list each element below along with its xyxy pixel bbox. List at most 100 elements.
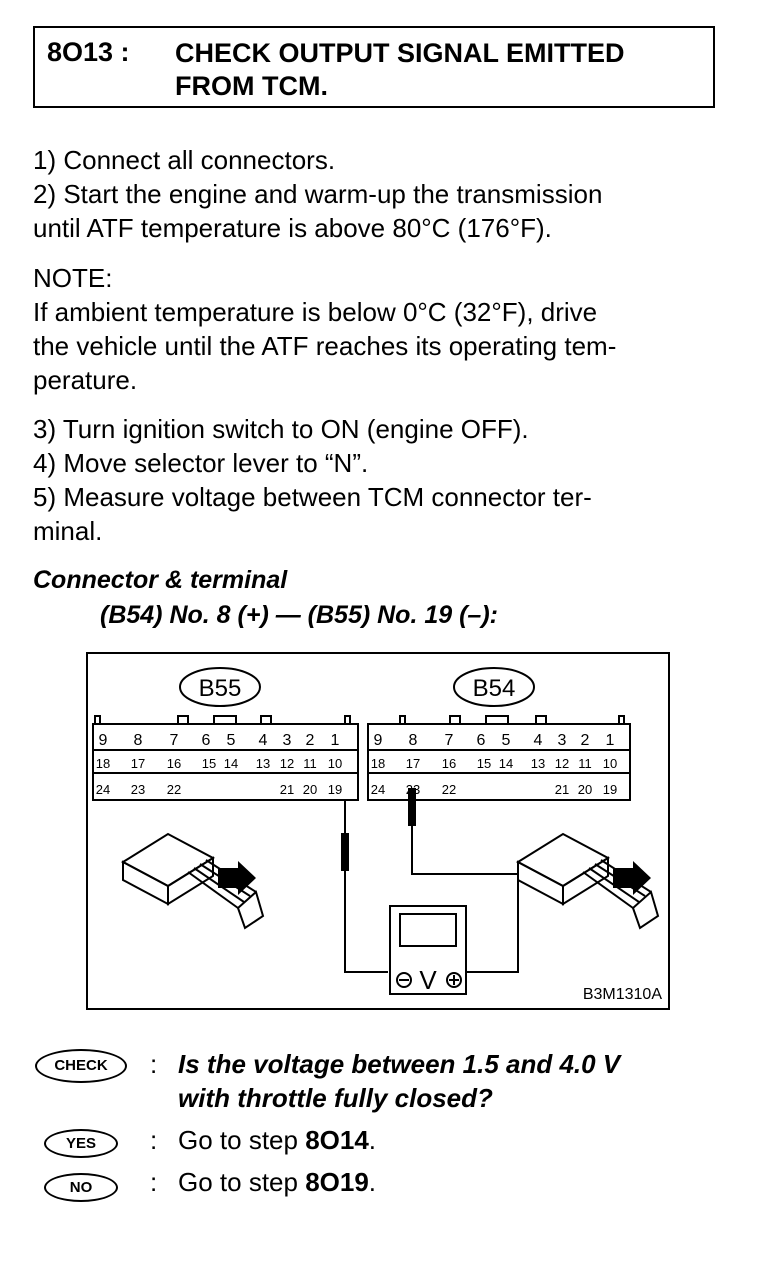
voltmeter xyxy=(389,905,467,995)
check-badge: CHECK xyxy=(35,1049,127,1083)
b54-pin-label: 10 xyxy=(603,756,617,771)
no-badge: NO xyxy=(44,1173,118,1202)
b55-pin-label: 11 xyxy=(303,756,317,771)
step-4: 4) Move selector lever to “N”. xyxy=(33,448,369,478)
yes-target-step: 8O14 xyxy=(305,1125,369,1155)
b55-pin-label: 13 xyxy=(256,756,270,771)
b54-pin-label: 12 xyxy=(555,756,569,771)
b55-pin-label: 6 xyxy=(202,732,211,749)
b54-pin-label: 13 xyxy=(531,756,545,771)
step-1: 1) Connect all connectors. xyxy=(33,145,336,175)
yes-colon: : xyxy=(150,1125,158,1155)
b55-pin-label: 9 xyxy=(99,732,108,749)
check-colon: : xyxy=(150,1049,158,1079)
b55-pin-label: 5 xyxy=(227,732,236,749)
b55-pin-label: 7 xyxy=(170,732,179,749)
b55-pin-label: 21 xyxy=(280,782,294,797)
b55-pin-label: 22 xyxy=(167,782,181,797)
step-2-cont: until ATF temperature is above 80°C (176… xyxy=(33,213,552,243)
yes-answer-prefix: Go to step xyxy=(178,1125,306,1155)
b54-pin-label: 11 xyxy=(578,756,592,771)
step-code: 8O13 : xyxy=(47,37,130,67)
note-line: If ambient temperature is below 0°C (32°… xyxy=(33,297,598,327)
b54-pin-label: 2 xyxy=(581,732,590,749)
b54-pin-label: 16 xyxy=(442,756,456,771)
check-question-line1: Is the voltage between 1.5 and 4.0 V xyxy=(178,1049,621,1079)
insert-arrow-icon xyxy=(613,861,651,895)
negative-lead-wire xyxy=(344,800,388,973)
b54-pin-label: 19 xyxy=(603,782,617,797)
note-block: NOTE: If ambient temperature is below 0°… xyxy=(33,261,733,397)
b55-pin-label: 14 xyxy=(224,756,238,771)
figure-id: B3M1310A xyxy=(582,986,662,1003)
positive-terminal-icon xyxy=(446,972,462,988)
b54-pin-label: 7 xyxy=(445,732,454,749)
b54-pin-label: 6 xyxy=(477,732,486,749)
meter-symbol: V xyxy=(419,965,437,995)
b55-pin-label: 3 xyxy=(283,732,292,749)
b54-pin-label: 8 xyxy=(409,732,418,749)
b54-pin-label: 9 xyxy=(374,732,383,749)
check-question: Is the voltage between 1.5 and 4.0 V wit… xyxy=(178,1047,620,1115)
step-title: CHECK OUTPUT SIGNAL EMITTED FROM TCM. xyxy=(175,37,695,103)
b55-callout xyxy=(179,667,261,707)
b54-pin-label: 22 xyxy=(442,782,456,797)
b55-pin-label: 20 xyxy=(303,782,317,797)
b55-pin-label: 23 xyxy=(131,782,145,797)
b55-pin-label: 10 xyxy=(328,756,342,771)
yes-answer: Go to step 8O14. xyxy=(178,1123,376,1157)
yes-badge: YES xyxy=(44,1129,118,1158)
b54-pin-label: 20 xyxy=(578,782,592,797)
no-answer-suffix: . xyxy=(368,1167,377,1197)
b54-pin-label: 3 xyxy=(558,732,567,749)
no-colon: : xyxy=(150,1167,158,1197)
b54-pin-label: 23 xyxy=(406,782,420,797)
b55-pin-label: 4 xyxy=(259,732,268,749)
no-answer: Go to step 8O19. xyxy=(178,1165,376,1199)
yes-answer-suffix: . xyxy=(368,1125,377,1155)
note-line: the vehicle until the ATF reaches its op… xyxy=(33,331,617,361)
b54-pin-label: 14 xyxy=(499,756,513,771)
right-plug-icon xyxy=(516,832,660,930)
b54-pin-label: 5 xyxy=(502,732,511,749)
step-header-box: 8O13 : CHECK OUTPUT SIGNAL EMITTED FROM … xyxy=(33,26,715,108)
insert-arrow-icon xyxy=(218,861,256,895)
check-question-line2: with throttle fully closed? xyxy=(178,1083,493,1113)
b55-pin-label: 24 xyxy=(96,782,110,797)
b55-pin-label: 12 xyxy=(280,756,294,771)
step-5: 5) Measure voltage between TCM connector… xyxy=(33,482,592,512)
b55-pin-label: 16 xyxy=(167,756,181,771)
b55-pin-label: 15 xyxy=(202,756,216,771)
steps-list-a: 1) Connect all connectors. 2) Start the … xyxy=(33,143,733,245)
connector-label: Connector & terminal xyxy=(33,566,288,594)
b54-pin-label: 15 xyxy=(477,756,491,771)
b54-pin-label: 21 xyxy=(555,782,569,797)
step-5-cont: minal. xyxy=(33,516,103,546)
b55-pin-label: 19 xyxy=(328,782,342,797)
b55-label: B55 xyxy=(199,675,242,702)
note-line: perature. xyxy=(33,365,138,395)
steps-list-b: 3) Turn ignition switch to ON (engine OF… xyxy=(33,412,733,548)
no-answer-prefix: Go to step xyxy=(178,1167,306,1197)
b54-callout xyxy=(453,667,535,707)
b55-pin-label: 18 xyxy=(96,756,110,771)
b54-pin-label: 24 xyxy=(371,782,385,797)
positive-lead-wire xyxy=(411,800,466,875)
step-2: 2) Start the engine and warm-up the tran… xyxy=(33,179,603,209)
b55-pin-label: 1 xyxy=(331,732,340,749)
negative-terminal-icon xyxy=(396,972,412,988)
b54-label: B54 xyxy=(473,675,516,702)
step-3: 3) Turn ignition switch to ON (engine OF… xyxy=(33,414,529,444)
step-title-line1: CHECK OUTPUT SIGNAL EMITTED xyxy=(175,38,625,68)
b54-pin-label: 18 xyxy=(371,756,385,771)
no-target-step: 8O19 xyxy=(305,1167,369,1197)
note-label: NOTE: xyxy=(33,263,113,293)
connector-spec: (B54) No. 8 (+) — (B55) No. 19 (–): xyxy=(100,601,498,629)
b54-pin-label: 17 xyxy=(406,756,420,771)
b55-pin-label: 17 xyxy=(131,756,145,771)
b55-pin-label: 8 xyxy=(134,732,143,749)
step-title-line2: FROM TCM. xyxy=(175,71,328,101)
b54-pin-label: 1 xyxy=(606,732,615,749)
